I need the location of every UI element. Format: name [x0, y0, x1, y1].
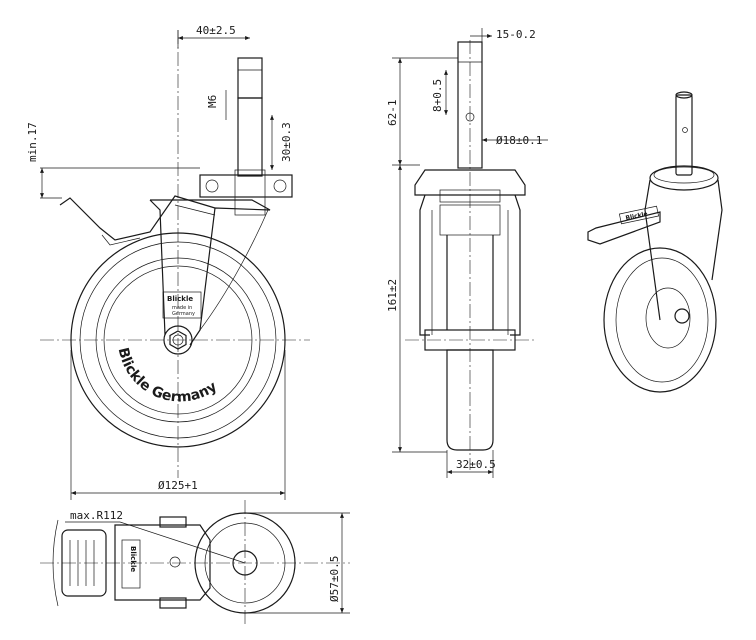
dim-thread: M6 [206, 95, 219, 108]
top-label-box [121, 539, 141, 589]
dim-wheel-diameter: Ø125+1 [158, 479, 198, 492]
fork-outline [149, 199, 271, 346]
iso-brake-label: Blickle [625, 210, 648, 221]
isometric-view: Blickle [587, 91, 723, 393]
iso-swivel-top [653, 166, 715, 184]
stem-section [237, 97, 263, 177]
axle-bolt [172, 334, 184, 346]
iso-brake-pedal [587, 211, 661, 245]
top-body [114, 524, 211, 601]
fork-logo-plate [162, 291, 202, 319]
dim-radius: max.R112 [70, 509, 123, 522]
side-brake-block [439, 204, 501, 236]
top-plate-inner [204, 522, 286, 604]
iso-swivel-plate [649, 165, 719, 191]
top-brake-pedal [61, 529, 107, 597]
top-axle-nut-top [159, 516, 187, 528]
side-wheel-upper [446, 235, 494, 330]
radius-arc [52, 519, 59, 607]
iso-stem-top [675, 91, 693, 99]
wheel-tread [70, 232, 286, 448]
top-stem-hole [232, 550, 258, 576]
wheel-rim-inner [103, 265, 253, 415]
dim-tread-width: 32±0.5 [456, 458, 496, 471]
iso-brake-label-box [618, 205, 660, 225]
iso-stem-pin [682, 127, 688, 133]
bearing-ball-right [273, 179, 287, 193]
bearing-ball-left [205, 179, 219, 193]
dim-slot-depth: 30±0.3 [280, 122, 293, 162]
axle-nut [169, 330, 187, 350]
top-axle-nut-bottom [159, 597, 187, 609]
swivel-plate [199, 174, 293, 198]
fork-country-text: Germany [172, 311, 195, 317]
fork-logo-text: Blickle [167, 295, 193, 303]
iso-wheel-hub [645, 287, 691, 349]
wheel-tread-inner [79, 241, 277, 439]
wheel-rim [95, 257, 261, 423]
side-head [414, 169, 526, 196]
top-view: Blickle max.R112 Ø57±0.5 [40, 500, 350, 625]
iso-axle-nut [674, 308, 690, 324]
side-stem-pin [465, 112, 475, 122]
dim-total-height: 161±2 [386, 279, 399, 312]
iso-fork [644, 179, 723, 321]
fork-made-in-text: made in [172, 305, 192, 311]
dim-pin-offset: 8+0.5 [431, 79, 444, 112]
dim-stem-length: 62-1 [386, 100, 399, 127]
iso-wheel-outer [603, 247, 717, 393]
dim-top-offset: 15-0.2 [496, 28, 536, 41]
top-rivet [169, 556, 181, 568]
brake-lever [59, 195, 216, 241]
dim-stem-width: 40±2.5 [196, 24, 236, 37]
top-label-text: Blickle [129, 546, 137, 572]
brake-rod [174, 204, 216, 216]
radius-line [119, 521, 246, 564]
axle-hub [163, 325, 193, 355]
dim-plate-diameter: Ø57±0.5 [328, 556, 341, 602]
dim-min-height: min.17 [26, 122, 39, 162]
iso-stem [675, 94, 693, 176]
side-bearing [439, 189, 501, 203]
side-wheel-section [446, 349, 494, 451]
front-view: Blickle Germany Blickle made in Germany … [26, 24, 310, 500]
brake-pedal [101, 234, 141, 246]
dim-stem-diameter: Ø18±0.1 [496, 134, 542, 147]
side-fork-inner [431, 210, 509, 335]
side-view: 15-0.2 8+0.5 62-1 Ø18±0.1 161±2 32±0.5 [386, 28, 548, 478]
swivel-hub-section [234, 169, 266, 216]
fork-curve [199, 209, 269, 331]
side-stem [457, 41, 483, 169]
iso-wheel-inner [615, 257, 709, 383]
stem-top [237, 57, 263, 99]
